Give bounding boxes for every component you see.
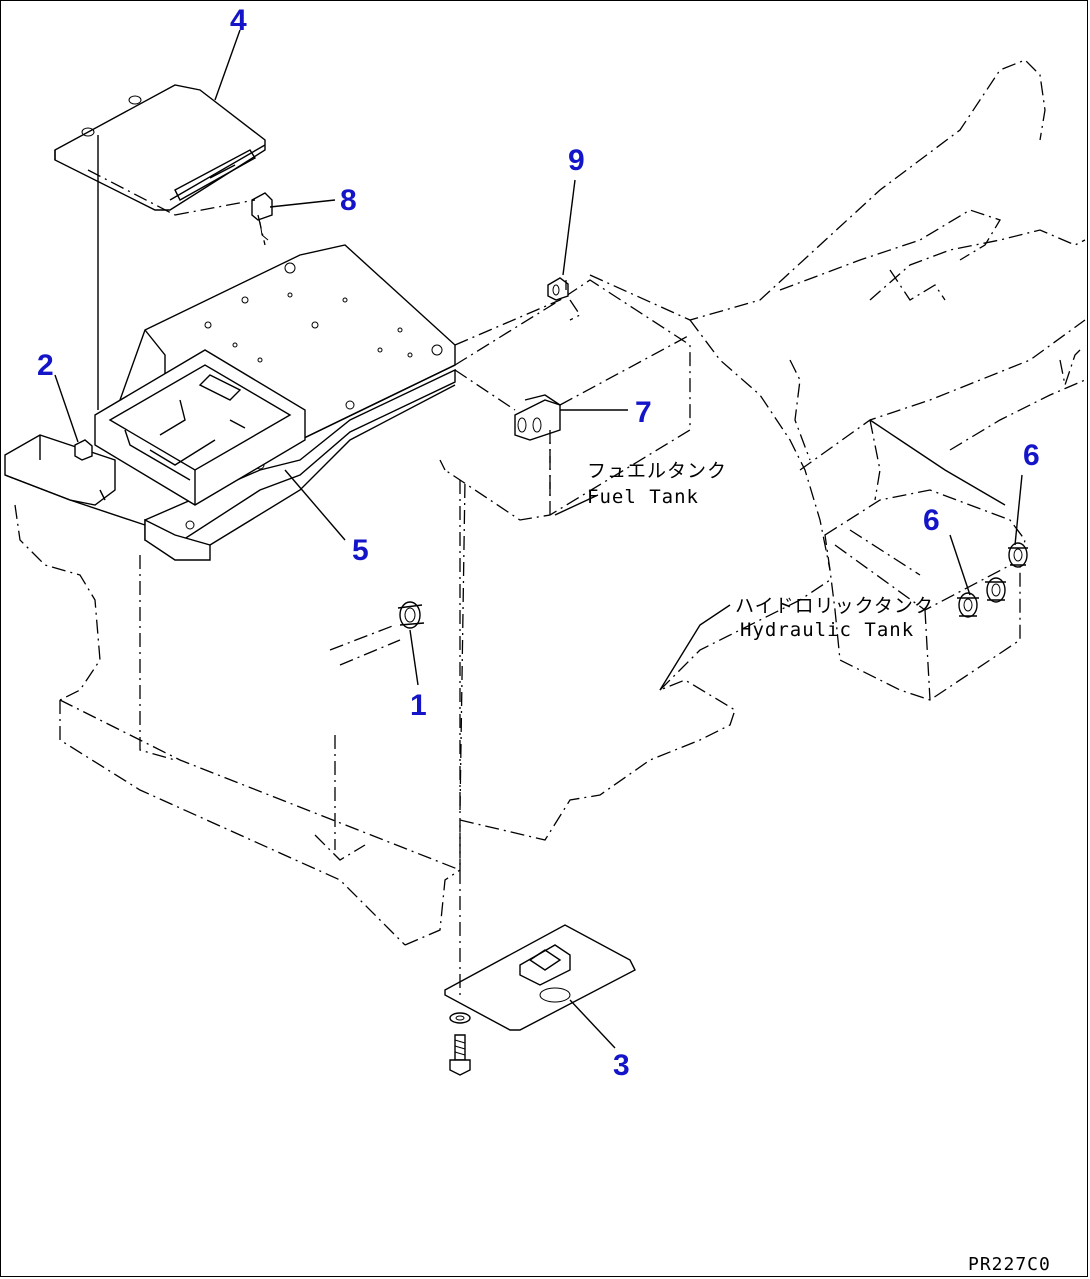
clamp-6-a <box>1008 542 1028 568</box>
drawing-code: PR227C0 <box>968 1254 1051 1275</box>
clamp-1 <box>397 601 425 629</box>
callout-7: 7 <box>635 396 652 429</box>
callout-8: 8 <box>340 184 357 217</box>
clamp-6-b <box>985 577 1006 603</box>
clamp-7 <box>514 394 561 441</box>
cover-plate-4 <box>54 84 266 211</box>
deck-holes <box>204 262 443 363</box>
tank-labels: フュエルタンク Fuel Tank ハイドロリックタンク Hydraulic T… <box>587 460 934 641</box>
hydraulic-tank-label-jp: ハイドロリックタンク <box>735 595 934 617</box>
clamp-9 <box>547 277 569 301</box>
left-step <box>4 434 146 526</box>
bolt <box>449 1034 471 1076</box>
callout-1: 1 <box>410 689 427 722</box>
callout-9: 9 <box>568 144 585 177</box>
callout-6-lower: 6 <box>923 504 940 537</box>
callout-3: 3 <box>613 1049 630 1082</box>
fuel-tank-label-en: Fuel Tank <box>587 486 699 508</box>
hydraulic-tank <box>824 419 1026 701</box>
main-frame <box>14 479 831 946</box>
machine-outline-right <box>589 59 1086 571</box>
callout-6-upper: 6 <box>1023 439 1040 472</box>
assembly-lines <box>87 135 691 1000</box>
hydraulic-tank-label-en: Hydraulic Tank <box>740 619 914 641</box>
fuel-tank <box>439 279 691 521</box>
callout-4: 4 <box>230 4 247 37</box>
tray-box <box>94 349 306 506</box>
leader-lines <box>54 29 1023 1049</box>
callouts: 4 8 9 7 2 5 1 3 6 6 <box>37 4 1040 1082</box>
callout-2: 2 <box>37 349 54 382</box>
fuel-tank-label-jp: フュエルタンク <box>587 460 727 482</box>
bottom-cover-3 <box>444 924 636 1031</box>
callout-5: 5 <box>352 534 369 567</box>
clamp-6-c <box>957 592 979 618</box>
washer <box>449 1012 471 1024</box>
